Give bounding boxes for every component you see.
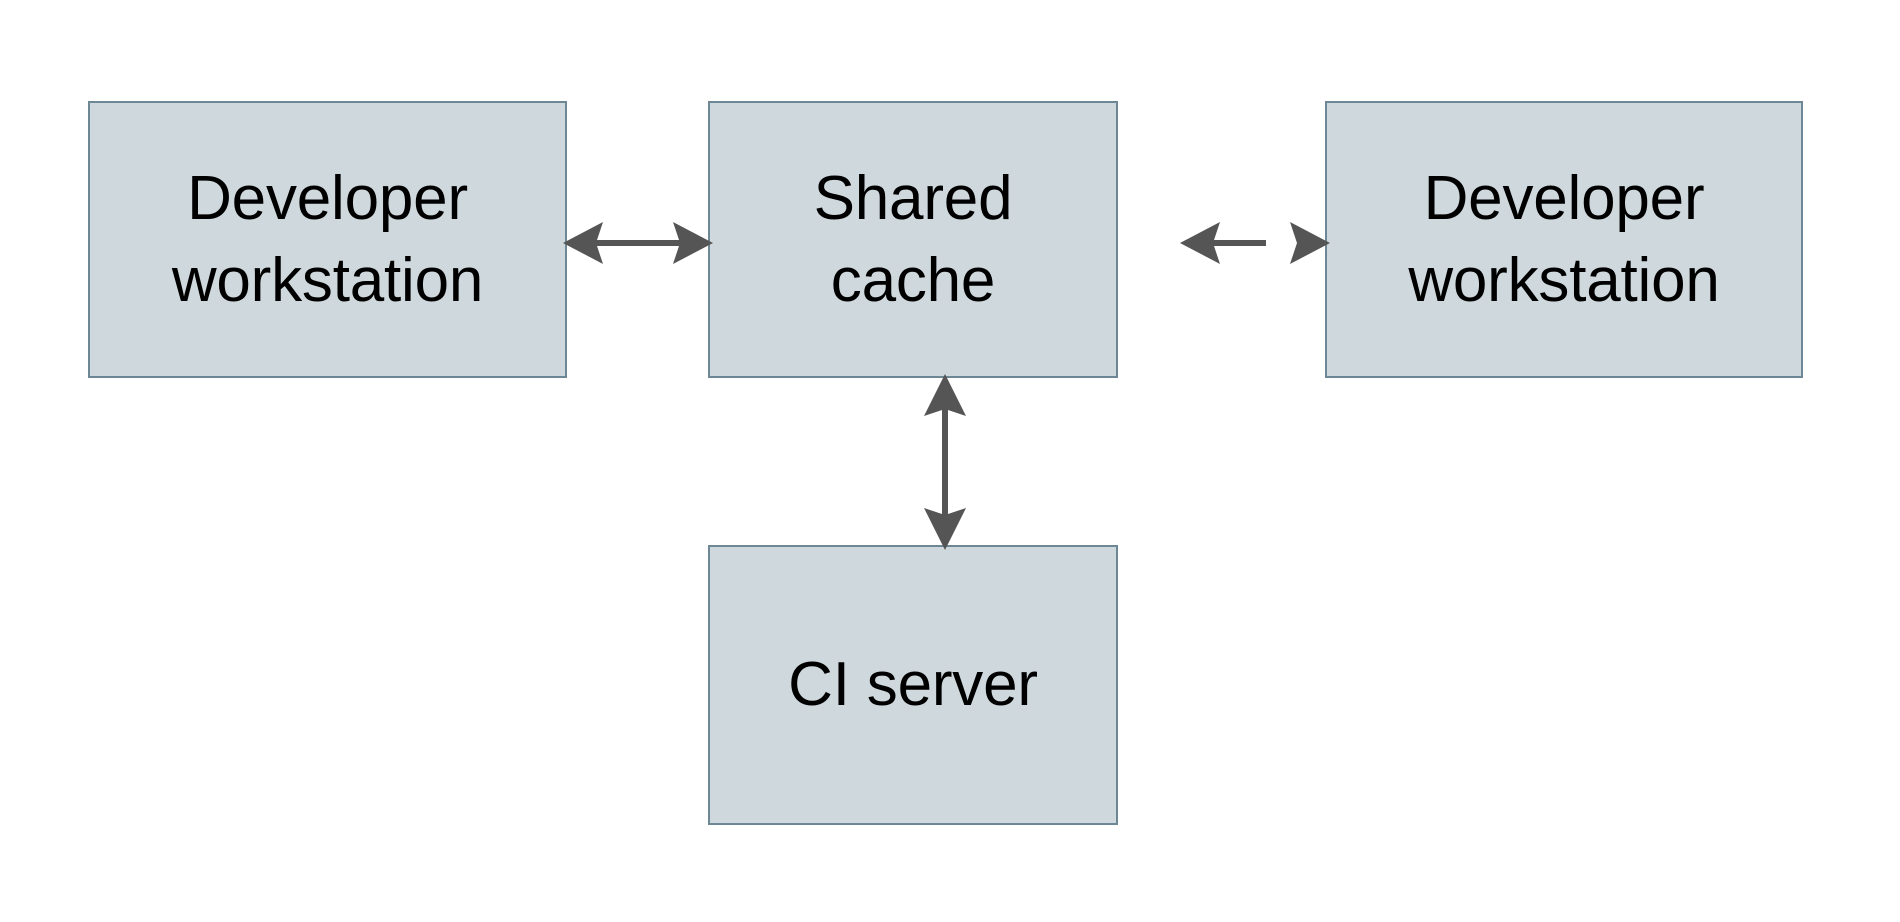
node-label-shared-cache: Shared cache: [813, 163, 1013, 315]
node-developer-workstation-right[interactable]: Developer workstation: [1325, 101, 1803, 378]
node-label-developer-workstation-right: Developer workstation: [1408, 163, 1720, 315]
node-label-ci-server: CI server: [788, 650, 1038, 720]
node-label-developer-workstation-left: Developer workstation: [171, 163, 484, 315]
edge-shared-cache-to-ci-server[interactable]: [907, 374, 983, 550]
node-developer-workstation-left[interactable]: Developer workstation: [88, 101, 567, 378]
edge-developer-workstation-left-to-shared-cache[interactable]: [563, 205, 713, 281]
edge-shared-cache-to-developer-workstation-right[interactable]: [1114, 205, 1330, 281]
node-ci-server[interactable]: CI server: [708, 545, 1118, 825]
node-shared-cache[interactable]: Shared cache: [708, 101, 1118, 378]
